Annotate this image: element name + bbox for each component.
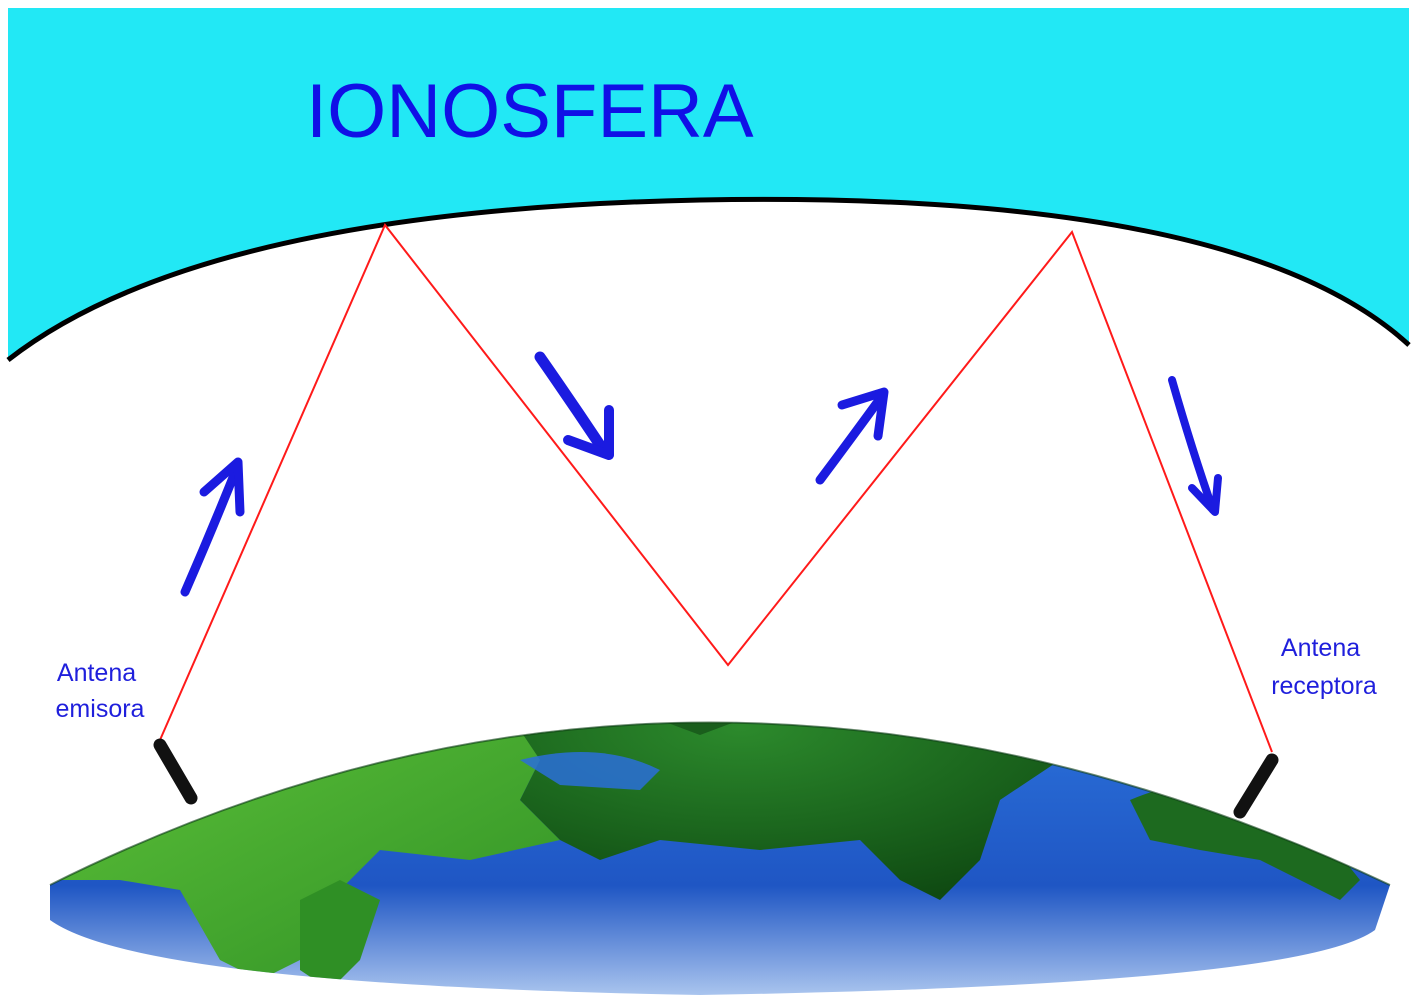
landmass-east (1130, 782, 1360, 900)
arrow-icon-up-2 (815, 387, 889, 485)
ionosphere-boundary (6, 196, 1411, 362)
ionosphere-layer (8, 8, 1409, 360)
arrow-icon-down-1 (534, 351, 614, 460)
inland-water (520, 752, 660, 790)
landmass-west (50, 722, 600, 980)
inland-water-2 (760, 722, 880, 725)
transmitter-label-line-2: emisora (56, 695, 145, 723)
receiver-label-line-1: Antena (1281, 634, 1360, 662)
transmitter-label-line-1: Antena (57, 659, 136, 687)
transmitter-label: Antena emisora (56, 659, 145, 723)
receiver-antenna-icon (1233, 753, 1279, 819)
arrow-icon-up-1 (180, 457, 245, 597)
ionosphere-title: IONOSFERA (306, 69, 754, 154)
signal-ray-path (159, 223, 1273, 753)
earth-horizon (49, 721, 1391, 886)
transmitter-antenna-icon (153, 738, 198, 805)
receiver-label: Antena receptora (1271, 634, 1377, 700)
earth-globe (49, 721, 1391, 995)
arrow-icon-down-2 (1168, 376, 1222, 516)
landmass-south (300, 880, 380, 990)
receiver-label-line-2: receptora (1271, 672, 1377, 700)
